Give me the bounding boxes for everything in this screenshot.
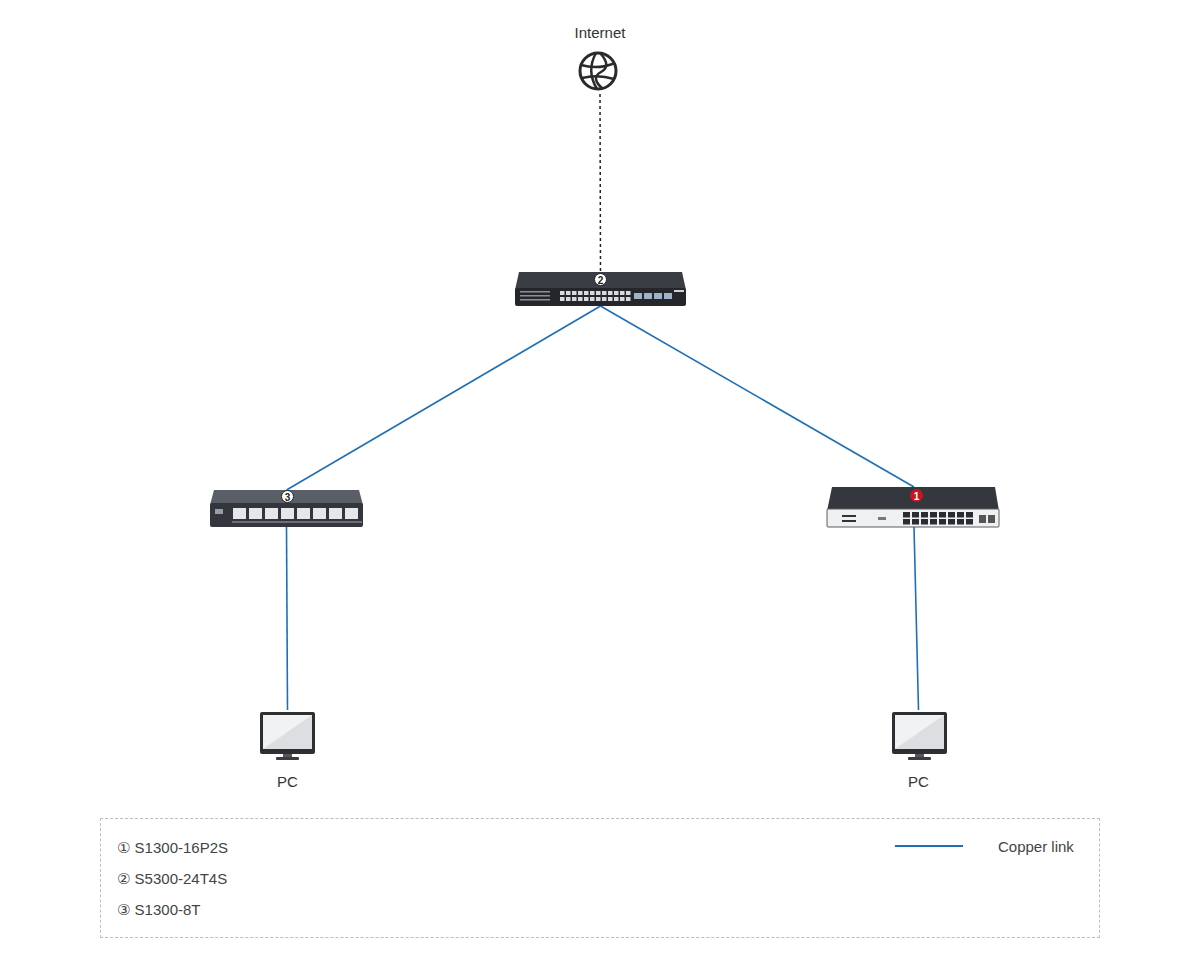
legend-label: ① S1300-16P2S xyxy=(117,839,228,857)
switch-illustration xyxy=(210,490,363,527)
port xyxy=(578,297,583,301)
port xyxy=(578,291,583,295)
legend-line-sample xyxy=(895,845,963,847)
port xyxy=(249,508,262,519)
port xyxy=(572,297,577,301)
port xyxy=(602,297,607,301)
globe-icon xyxy=(580,53,616,89)
port xyxy=(921,512,928,518)
switch-node: 1 xyxy=(828,487,1000,527)
port xyxy=(602,291,607,295)
switch-illustration xyxy=(515,272,686,306)
pc-label: PC xyxy=(886,773,951,791)
callout-number: 1 xyxy=(910,489,923,502)
internet-link xyxy=(599,94,601,272)
port xyxy=(966,512,973,518)
copper-link xyxy=(287,306,601,490)
port xyxy=(560,291,565,295)
port xyxy=(608,297,613,301)
internet-cloud: Internet xyxy=(555,24,645,42)
port xyxy=(281,508,294,519)
port xyxy=(566,291,571,295)
port xyxy=(566,297,571,301)
port xyxy=(948,512,955,518)
port xyxy=(584,297,589,301)
port xyxy=(912,519,919,525)
port xyxy=(903,512,910,518)
port xyxy=(608,291,613,295)
port xyxy=(596,291,601,295)
copper-link xyxy=(287,527,288,710)
callout-number: 3 xyxy=(281,490,294,503)
port xyxy=(590,291,595,295)
switch-illustration xyxy=(827,487,999,527)
monitor-illustration xyxy=(892,712,947,760)
port xyxy=(596,297,601,301)
legend-label: Copper link xyxy=(998,838,1074,856)
switch-node: 3 xyxy=(210,490,363,527)
legend-label: ② S5300-24T4S xyxy=(117,870,227,888)
port xyxy=(912,512,919,518)
copper-link xyxy=(601,306,915,487)
port xyxy=(921,519,928,525)
port xyxy=(966,519,973,525)
monitor-illustration xyxy=(260,712,315,760)
port xyxy=(903,519,910,525)
pc-node: PC xyxy=(255,710,320,792)
port xyxy=(560,297,565,301)
port xyxy=(329,508,342,519)
port xyxy=(939,519,946,525)
legend-box: ① S1300-16P2S ② S5300-24T4S ③ S1300-8T Copp… xyxy=(100,818,1100,938)
port xyxy=(614,291,619,295)
port xyxy=(957,519,964,525)
port xyxy=(620,291,625,295)
port xyxy=(939,512,946,518)
port xyxy=(584,291,589,295)
callout-number: 2 xyxy=(594,273,607,286)
port xyxy=(345,508,358,519)
port xyxy=(957,512,964,518)
pc-label: PC xyxy=(255,773,320,791)
copper-link xyxy=(914,527,919,710)
port xyxy=(233,508,246,519)
port xyxy=(313,508,326,519)
port xyxy=(297,508,310,519)
port xyxy=(626,297,631,301)
internet-node: Internet xyxy=(555,22,645,94)
port xyxy=(572,291,577,295)
pc-node: PC xyxy=(886,710,951,792)
legend-label: ③ S1300-8T xyxy=(117,901,201,919)
switch-node: 2 xyxy=(515,272,686,306)
port xyxy=(590,297,595,301)
port xyxy=(265,508,278,519)
port xyxy=(948,519,955,525)
port xyxy=(620,297,625,301)
port xyxy=(626,291,631,295)
port xyxy=(930,519,937,525)
port xyxy=(930,512,937,518)
port xyxy=(614,297,619,301)
